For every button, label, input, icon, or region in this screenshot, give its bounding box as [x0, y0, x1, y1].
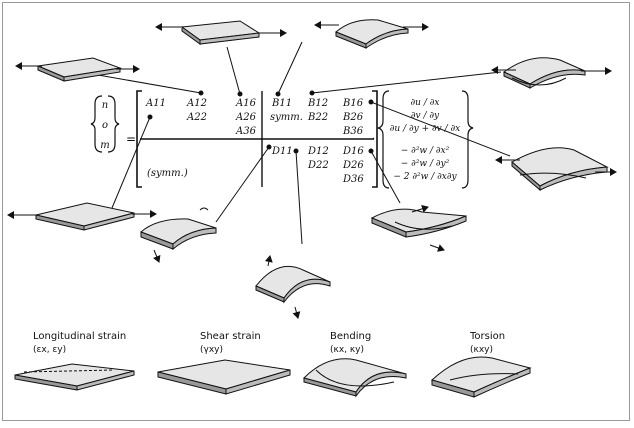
entry-d12: D12: [307, 146, 329, 157]
legend-shear: Shear strain (γxy): [157, 331, 291, 395]
lhs-n: n: [102, 100, 108, 111]
entry-symm-lower: (symm.): [147, 168, 188, 179]
entry-d16: D16: [342, 146, 364, 157]
plate-bending-lower: [255, 255, 331, 319]
matrix-left-bracket: [136, 90, 142, 188]
strain-dudx: ∂u / ∂x: [411, 98, 440, 108]
legend-bending-symbol: (κx, κy): [330, 345, 364, 355]
entry-a12: A12: [186, 98, 207, 109]
equals-sign: =: [126, 132, 136, 146]
lhs-o: o: [102, 120, 108, 131]
plate-longitudinal-top-left: [15, 57, 140, 82]
plate-shear-top: [155, 20, 287, 45]
entry-a22: A22: [186, 112, 207, 123]
entry-b12: B12: [307, 98, 328, 109]
legend-shear-title: Shear strain: [200, 331, 261, 342]
legend-longitudinal-title: Longitudinal strain: [33, 331, 126, 342]
entry-d22: D22: [307, 160, 329, 171]
stiffness-matrix: A11 A12 A16 B11 B12 B16 A22 A26 symm. B2…: [136, 90, 378, 188]
diagram-frame: [2, 2, 630, 421]
plate-combined-right-upper: [491, 57, 612, 89]
entry-symm-upper: symm.: [270, 112, 303, 123]
legend-torsion: Torsion (κxy): [431, 331, 532, 398]
entry-d11: D11: [271, 146, 293, 157]
legend-shear-symbol: (γxy): [200, 345, 223, 355]
legend: Longitudinal strain (εx, εy) Shear strai…: [14, 331, 532, 398]
legend-torsion-symbol: (κxy): [470, 345, 493, 355]
legend-torsion-title: Torsion: [469, 331, 505, 342]
plate-longitudinal-left: [7, 202, 157, 231]
curvature-x: − ∂²w / ∂x²: [401, 146, 450, 156]
plate-bending-center: [140, 207, 217, 263]
legend-bending-title: Bending: [330, 331, 371, 342]
entry-b26: B26: [342, 112, 364, 123]
entry-a36: A36: [235, 126, 257, 137]
legend-longitudinal-symbol: (εx, εy): [33, 345, 66, 355]
strain-shear: ∂u / ∂y + ∂v / ∂x: [390, 124, 460, 134]
plate-torsion-right: [370, 204, 467, 252]
curvature-y: − ∂²w / ∂y²: [401, 159, 450, 169]
entry-d26: D26: [342, 160, 364, 171]
legend-longitudinal: Longitudinal strain (εx, εy): [14, 331, 135, 391]
entry-a16: A16: [235, 98, 257, 109]
entry-d36: D36: [342, 174, 364, 185]
entry-a26: A26: [235, 112, 257, 123]
entry-b11: B11: [271, 98, 292, 109]
entry-a11: A11: [145, 98, 166, 109]
matrix-right-bracket: [372, 90, 378, 188]
entry-b16: B16: [342, 98, 364, 109]
curvature-xy: − 2 ∂²w / ∂x∂y: [393, 172, 457, 182]
strain-dvdy: ∂v / ∂y: [411, 111, 440, 121]
plate-bending-top: [314, 19, 429, 49]
multiply-dot: ·: [372, 134, 375, 145]
plate-combined-right-middle: [495, 147, 617, 192]
legend-bending: Bending (κx, κy): [303, 331, 407, 398]
strain-vector: · ∂u / ∂x ∂v / ∂y ∂u / ∂y + ∂v / ∂x − ∂²…: [372, 90, 474, 189]
leader-lines: [97, 41, 511, 245]
lhs-vector: n o m =: [90, 95, 136, 153]
lhs-m: m: [100, 140, 109, 151]
entry-b22: B22: [307, 112, 328, 123]
entry-b36: B36: [342, 126, 364, 137]
